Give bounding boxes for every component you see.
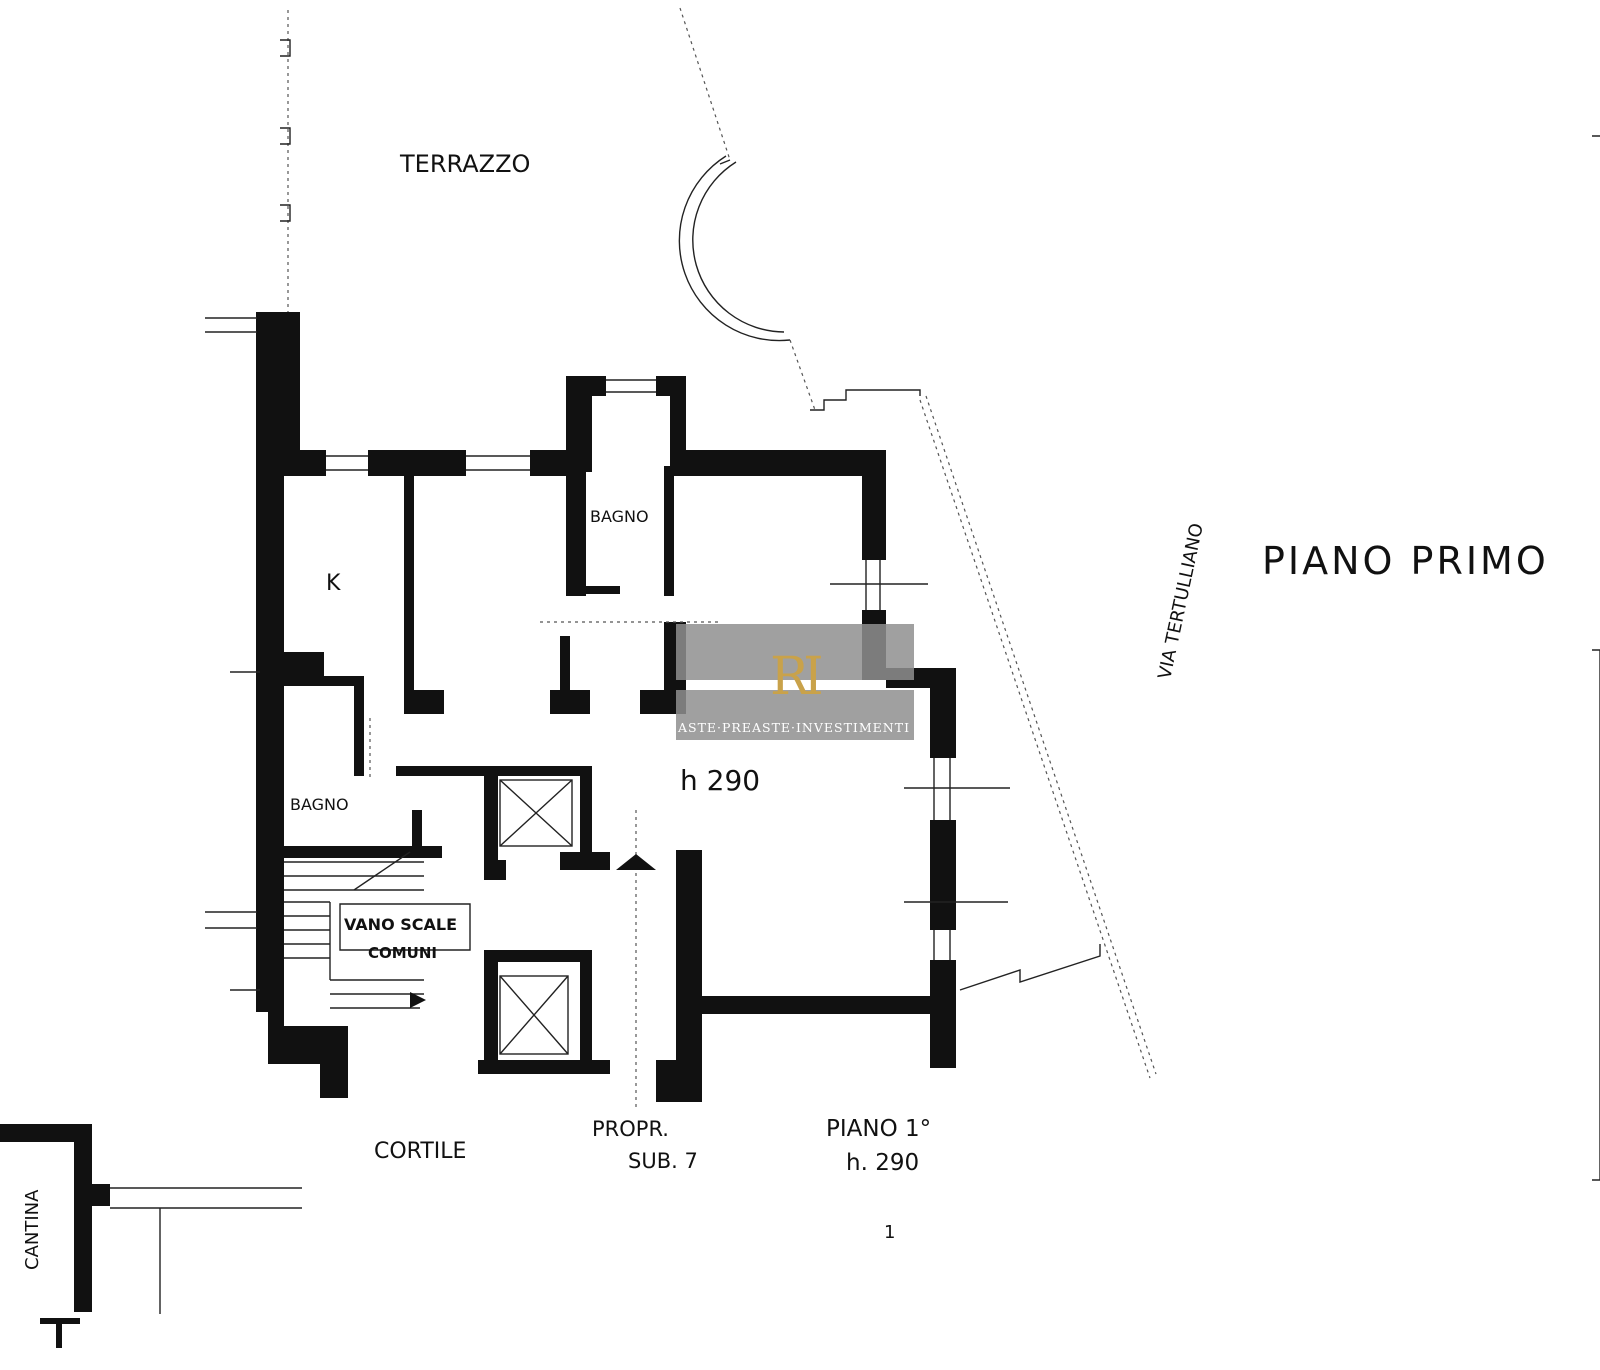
- label-courtyard: CORTILE: [374, 1139, 466, 1164]
- page-mark: 1: [884, 1222, 895, 1243]
- label-neighbor-line1: PROPR.: [592, 1117, 669, 1141]
- stairs: [284, 851, 656, 1009]
- label-height-main: h 290: [680, 764, 760, 797]
- label-stairwell-line1: VANO SCALE: [344, 915, 457, 934]
- terrace-boundary: [280, 7, 1157, 1079]
- label-floor-line2: h. 290: [846, 1150, 919, 1176]
- walls: [0, 312, 956, 1348]
- label-bath-upper: BAGNO: [590, 507, 649, 526]
- lift-shaft-lower: [499, 975, 569, 1055]
- label-terrace: TERRAZZO: [399, 150, 530, 178]
- label-street: VIA TERTULLIANO: [1154, 521, 1208, 681]
- margin-mark: [1592, 135, 1600, 1181]
- label-cellar: CANTINA: [22, 1189, 43, 1270]
- watermark-brand: ASTE·PREASTE·INVESTIMENTI: [677, 720, 910, 735]
- label-stairwell-line2: COMUNI: [368, 944, 437, 962]
- label-bath-lower: BAGNO: [290, 795, 349, 814]
- lift-shaft-upper: [499, 779, 573, 847]
- floor-title: PIANO PRIMO: [1262, 539, 1549, 583]
- label-floor-line1: PIANO 1°: [826, 1116, 931, 1142]
- watermark: RI ASTE·PREASTE·INVESTIMENTI: [676, 624, 914, 740]
- label-kitchen: K: [326, 571, 341, 596]
- watermark-logo: RI: [770, 647, 821, 707]
- label-neighbor-line2: SUB. 7: [628, 1149, 698, 1173]
